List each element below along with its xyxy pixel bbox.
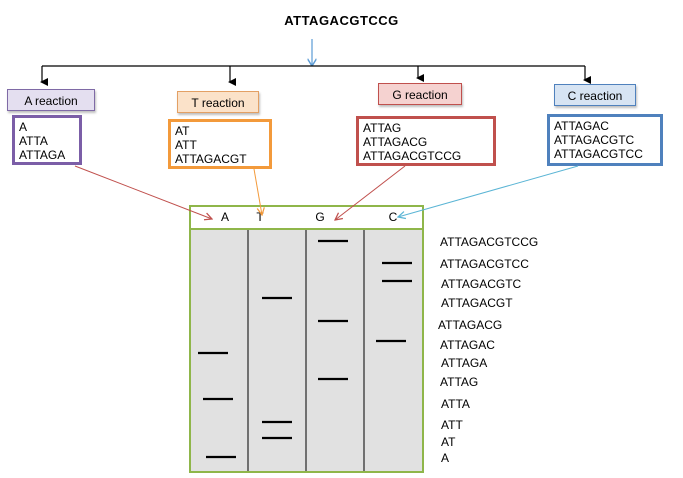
- fragment: ATTAGACG: [363, 135, 428, 149]
- fragment: ATTAGACGTCCG: [363, 149, 462, 163]
- sequence-label: AT: [441, 435, 456, 449]
- gel-lane-header: [189, 205, 424, 230]
- sequence-label: ATTAGACG: [438, 318, 503, 332]
- sequence-label: ATTAGACGTCC: [440, 257, 529, 271]
- arrow-a-to-lane: [74, 165, 212, 219]
- fragment: A: [19, 120, 28, 134]
- a-reaction-label: A reaction: [7, 89, 95, 111]
- sequence-label: A: [441, 451, 450, 465]
- a-reaction-box: A ATTA ATTAGA: [12, 115, 82, 165]
- fragment: ATTAGACGTC: [554, 133, 635, 147]
- t-reaction-box: AT ATT ATTAGACGT: [168, 119, 272, 169]
- fragment: ATTAG: [363, 121, 402, 135]
- sequence-label: ATTAGAC: [440, 338, 495, 352]
- lane-label-g: G: [315, 210, 325, 224]
- t-reaction-label: T reaction: [177, 91, 259, 113]
- sequence-label: ATTAGACGTC: [441, 277, 522, 291]
- g-reaction-box: ATTAG ATTAGACG ATTAGACGTCCG: [356, 116, 496, 166]
- arrow-c-to-lane: [398, 165, 579, 217]
- fragment: AT: [175, 124, 190, 138]
- sequence-label: ATT: [441, 418, 463, 432]
- g-reaction-label: G reaction: [378, 83, 462, 105]
- lane-label-c: C: [388, 210, 398, 224]
- lane-label-a: A: [220, 210, 229, 224]
- fragment: ATTAGA: [19, 148, 66, 162]
- sequence-label: ATTAGACGTCCG: [440, 235, 539, 249]
- fragment: ATTAGACGT: [175, 152, 247, 166]
- fragment: ATTA: [19, 134, 48, 148]
- arrow-g-to-lane: [335, 165, 406, 220]
- arrow-t-to-lane: [253, 168, 262, 215]
- fragment: ATTAGAC: [554, 119, 609, 133]
- lane-label-t: T: [256, 210, 264, 224]
- sequence-title: ATTAGACGTCCG: [284, 13, 399, 28]
- c-reaction-label: C reaction: [554, 84, 636, 106]
- fragment: ATTAGACGTCC: [554, 147, 643, 161]
- sequence-label: ATTAG: [440, 375, 479, 389]
- fragment: ATT: [175, 138, 197, 152]
- sequence-label: ATTA: [441, 397, 470, 411]
- c-reaction-box: ATTAGAC ATTAGACGTC ATTAGACGTCC: [547, 114, 663, 166]
- sequence-label: ATTAGA: [441, 356, 488, 370]
- sequence-label: ATTAGACGT: [441, 296, 513, 310]
